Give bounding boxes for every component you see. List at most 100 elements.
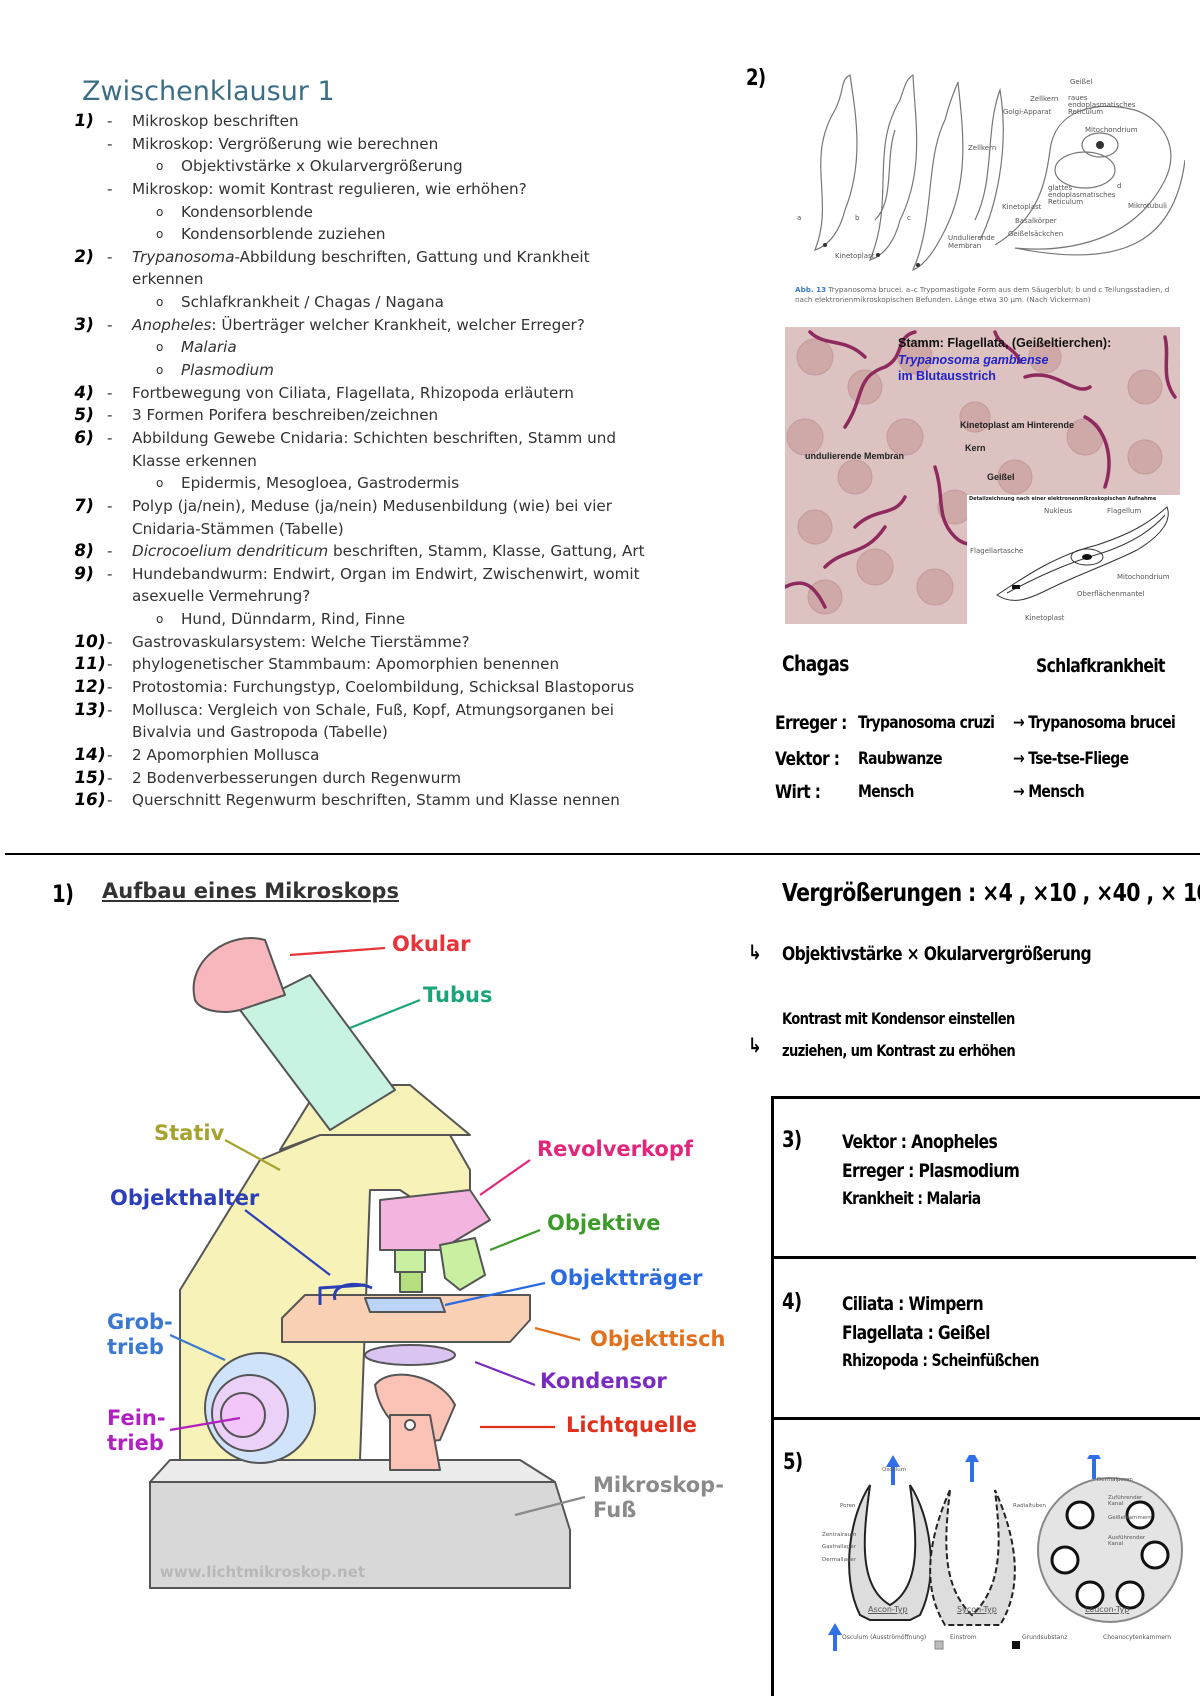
microscope-illustration: www.lichtmikroskop.net — [149, 937, 586, 1589]
arrow-icon: ↳ — [748, 940, 762, 964]
sponge-label: Gastrallager — [822, 1544, 856, 1550]
photo-species: Trypanosoma gambiense — [898, 353, 1049, 367]
diagram-label: Undulierende Membran — [948, 234, 995, 250]
caption-text: Trypanosoma brucei. a–c Trypomastigote F… — [795, 285, 1170, 304]
label-objektive: Objektive — [547, 1211, 661, 1235]
text: erkennen — [132, 270, 204, 289]
item-text: Malaria — [181, 336, 237, 359]
diagram-label: raues endoplasmatisches Reticulum — [1068, 94, 1136, 116]
label-grobtrieb: Grob- trieb — [107, 1310, 173, 1359]
circle-bullet: o — [156, 159, 164, 174]
dash-bullet: - — [107, 632, 113, 651]
trypanosoma-line-drawing: a b c d — [797, 74, 1185, 272]
text: asexuelle Vermehrung? — [132, 587, 311, 606]
italic-term: Malaria — [181, 338, 237, 357]
text: 3 Formen Porifera beschreiben/zeichnen — [132, 406, 439, 425]
note-row-schlaf: → Trypanosoma brucei — [1013, 713, 1176, 733]
note-chagas: Chagas — [782, 652, 849, 676]
text: phylogenetischer Stammbaum: Apomorphien … — [132, 655, 560, 674]
text: Objektivstärke x Okularvergrößerung — [181, 157, 463, 176]
em-inset-drawing: Detailzeichnung nach einer elektronenmik… — [967, 495, 1180, 624]
inset-label: Flagellum — [1107, 507, 1142, 515]
dash-bullet: - — [107, 179, 113, 198]
note-kontrast: Kontrast mit Kondensor einstellen — [782, 1009, 1015, 1028]
dash-bullet: - — [107, 655, 113, 674]
item-text: Schlafkrankheit / Chagas / Nagana — [181, 291, 444, 314]
item-text: Bivalvia und Gastropoda (Tabelle) — [132, 721, 388, 744]
item-text: phylogenetischer Stammbaum: Apomorphien … — [132, 653, 559, 676]
sponge-label: Zuführender Kanal — [1108, 1495, 1143, 1507]
text: : Überträger welcher Krankheit, welcher … — [211, 315, 585, 334]
circle-bullet: o — [156, 227, 164, 242]
item-text: Epidermis, Mesogloea, Gastrodermis — [181, 472, 459, 495]
sponge-label: Radialtuben — [1013, 1503, 1046, 1509]
sponge-label: Dermallager — [822, 1557, 857, 1563]
text: Kondensorblende zuziehen — [181, 225, 386, 244]
item-text: Objektivstärke x Okularvergrößerung — [181, 155, 463, 178]
list-item: Cnidaria-Stämmen (Tabelle) — [70, 518, 710, 541]
text: Hund, Dünndarm, Rind, Finne — [181, 610, 406, 629]
list-item: o Objektivstärke x Okularvergrößerung — [70, 155, 710, 178]
note-row-schlaf: → Mensch — [1013, 782, 1085, 802]
box-5-number: 5) — [783, 1450, 803, 1475]
diagram-label: Mikrotubuli — [1128, 202, 1167, 210]
label-objekthalter: Objekthalter — [110, 1186, 260, 1210]
text: -Abbildung beschriften, Gattung und Kran… — [234, 247, 590, 266]
item-text: asexuelle Vermehrung? — [132, 585, 310, 608]
box3-line: Erreger : Plasmodium — [842, 1160, 1020, 1182]
italic-term: Dicrocoelium dendriticum — [132, 542, 329, 561]
diagram-label: Geißelsäckchen — [1008, 230, 1064, 238]
label-tubus: Tubus — [423, 983, 493, 1007]
note-zuziehen: zuziehen, um Kontrast zu erhöhen — [782, 1041, 1016, 1060]
italic-term: Anopheles — [132, 315, 212, 334]
item-text: Protostomia: Furchungstyp, Coelombildung… — [132, 676, 634, 699]
label-kinetoplast: Kinetoplast am Hinterende — [960, 420, 1075, 430]
dash-bullet: - — [107, 745, 113, 764]
text: Fortbewegung von Ciliata, Flagellata, Rh… — [132, 383, 574, 402]
inset-label: Nukleus — [1044, 507, 1073, 515]
dash-bullet: - — [107, 134, 113, 153]
italic-term: Trypanosoma — [132, 247, 235, 266]
item-text: Mikroskop: womit Kontrast regulieren, wi… — [132, 178, 527, 201]
dash-bullet: - — [107, 428, 113, 447]
section-number-2: 2) — [746, 66, 766, 91]
list-item: 7)-Polyp (ja/nein), Meduse (ja/nein) Med… — [70, 495, 710, 518]
text: Hundebandwurm: Endwirt, Organ im Endwirt… — [132, 564, 640, 583]
item-text: Mollusca: Vergleich von Schale, Fuß, Kop… — [132, 699, 614, 722]
item-text: erkennen — [132, 268, 203, 291]
diagram-label-b: b — [855, 214, 860, 222]
label-okular: Okular — [392, 932, 471, 956]
dash-bullet: - — [107, 791, 113, 810]
circle-bullet: o — [156, 363, 164, 378]
item-text: Dicrocoelium dendriticum beschriften, St… — [132, 540, 645, 563]
label-geissel: Geißel — [987, 472, 1015, 482]
list-item: 12)-Protostomia: Furchungstyp, Coelombil… — [70, 676, 710, 699]
photo-heading: Stamm: Flagellata, (Geißeltierchen): — [898, 336, 1112, 350]
item-text: 2 Apomorphien Mollusca — [132, 744, 319, 767]
sponge-legend-item: Einstrom — [950, 1634, 977, 1641]
sponge-label: Dermalporen — [1097, 1477, 1133, 1483]
text: Kondensorblende — [181, 202, 313, 221]
note-row-schlaf: → Tse-tse-Fliege — [1013, 749, 1129, 769]
label-kondensor: Kondensor — [540, 1369, 667, 1393]
note-row-label: Vektor : — [775, 748, 840, 770]
text: Querschnitt Regenwurm beschriften, Stamm… — [132, 791, 620, 810]
microscope-heading: Aufbau eines Mikroskops — [102, 879, 399, 903]
italic-term: Plasmodium — [181, 361, 274, 380]
list-item: 8)-Dicrocoelium dendriticum beschriften,… — [70, 540, 710, 563]
box-border-left — [771, 1096, 774, 1696]
diagram-label: Golgi-Apparat — [1003, 108, 1052, 116]
text: Schlafkrankheit / Chagas / Nagana — [181, 293, 444, 312]
text: 2 Bodenverbesserungen durch Regenwurm — [132, 768, 462, 787]
label-membran: undulierende Membran — [805, 451, 905, 461]
note-schlafkrankheit: Schlafkrankheit — [1036, 655, 1165, 677]
text: Mikroskop: womit Kontrast regulieren, wi… — [132, 179, 527, 198]
item-text: Hund, Dünndarm, Rind, Finne — [181, 608, 405, 631]
text: Mollusca: Vergleich von Schale, Fuß, Kop… — [132, 700, 615, 719]
dash-bullet: - — [107, 768, 113, 787]
diagram-label: Kinetoplast — [1002, 203, 1042, 211]
list-item: 9)-Hundebandwurm: Endwirt, Organ im Endw… — [70, 563, 710, 586]
item-text: Kondensorblende — [181, 201, 313, 224]
